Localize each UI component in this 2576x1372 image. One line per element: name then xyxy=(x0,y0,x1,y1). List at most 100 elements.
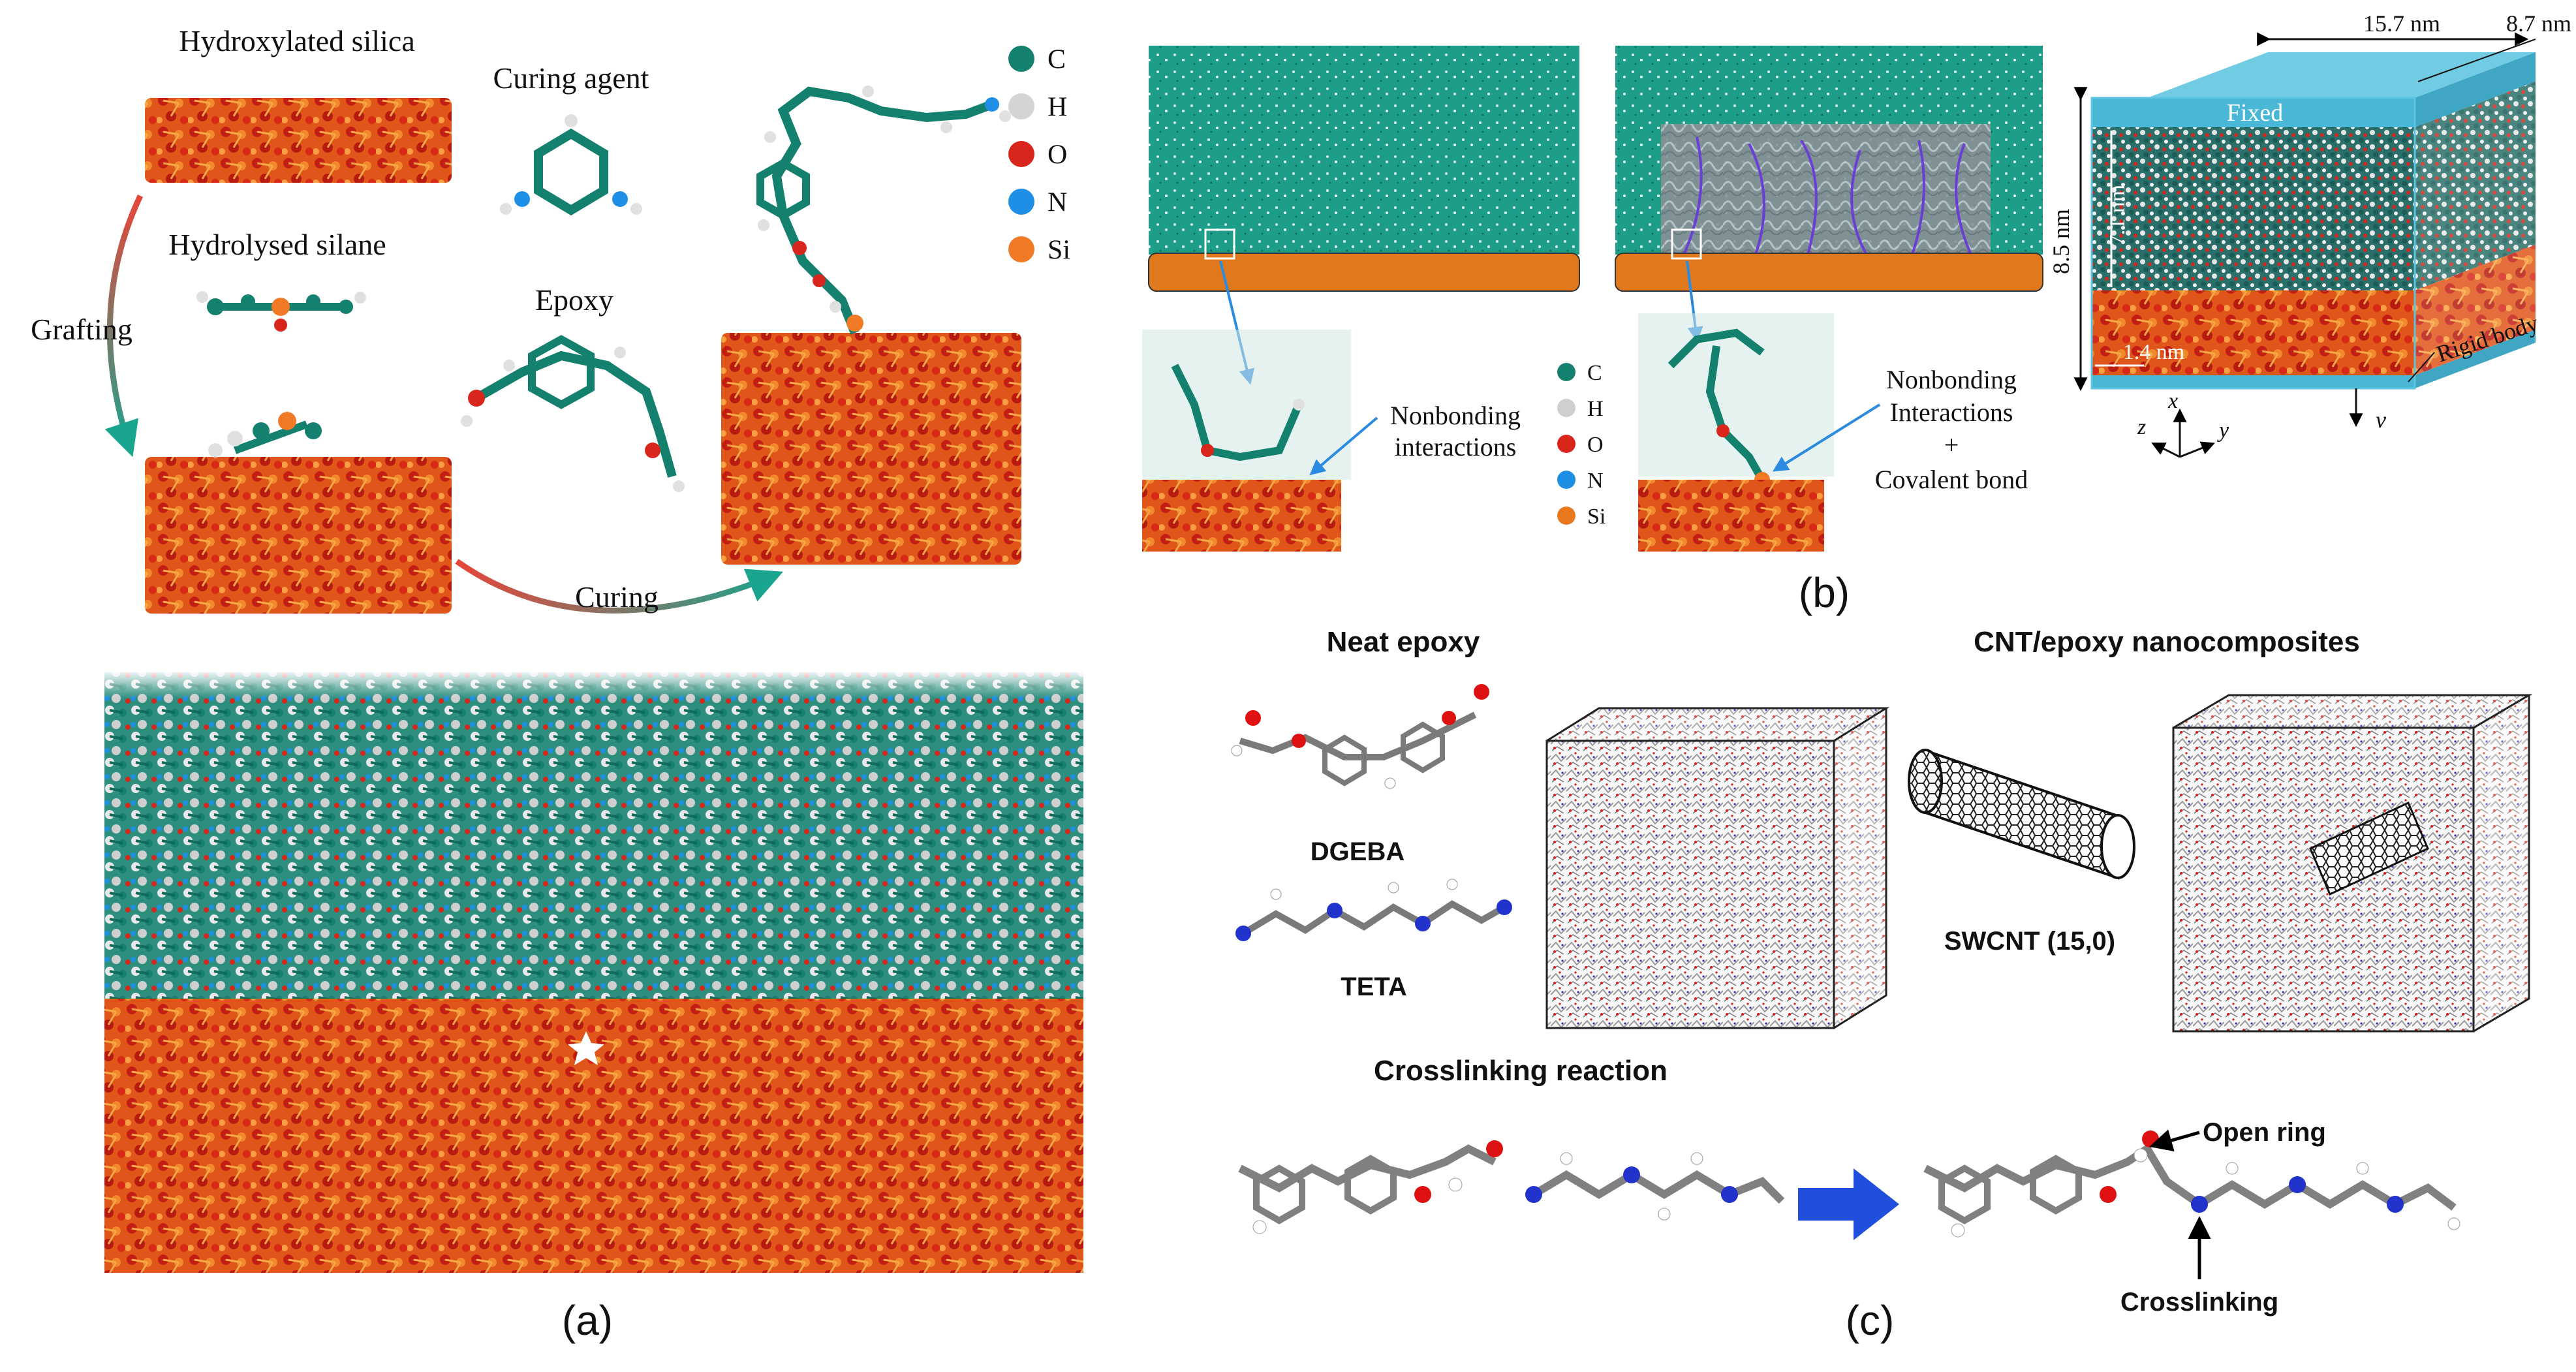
label-epoxy: Epoxy xyxy=(535,283,613,317)
label-grafting: Grafting xyxy=(31,313,132,346)
legend-dot-o xyxy=(1557,435,1575,453)
neat-epoxy-box xyxy=(1545,707,1890,1029)
grafted-silane xyxy=(208,412,322,458)
zoom-covalent xyxy=(1638,313,1834,552)
label-velocity: v xyxy=(2376,407,2386,433)
title-crosslinking-reaction: Crosslinking reaction xyxy=(1374,1055,1668,1087)
swcnt-tube xyxy=(1908,749,2135,880)
epoxy-box-side xyxy=(2415,82,2536,290)
label-fixed: Fixed xyxy=(2227,99,2284,127)
legend-dot-o xyxy=(1008,141,1034,167)
caption-c: (c) xyxy=(1846,1297,1895,1344)
label-nonbonding-left-1: Nonbonding xyxy=(1390,401,1521,430)
teta-molecule xyxy=(1235,879,1512,941)
substrate-box-front xyxy=(2092,290,2415,375)
silica-slab-top xyxy=(145,98,452,183)
silica-layer-render xyxy=(104,999,1083,1273)
label-nonbonding-right-4: Covalent bond xyxy=(1875,465,2028,494)
panel-a-scheme: Hydroxylated silica Hydrolysed silane Gr… xyxy=(31,24,1070,614)
dim-height-label: 8.5 nm xyxy=(2048,209,2074,274)
model-grafted-substrate xyxy=(1615,253,2043,292)
legend-dot-si xyxy=(1008,236,1034,262)
pointer-arrow-right xyxy=(1772,403,1881,472)
rigid-layer-front xyxy=(2092,375,2415,388)
legend-dot-si xyxy=(1557,507,1575,525)
legend-label-h: H xyxy=(1047,93,1067,123)
legend-dot-n xyxy=(1008,189,1034,215)
products xyxy=(1923,1130,2460,1238)
panel-a-md-snapshot: (a) xyxy=(104,672,1083,1344)
label-open-ring: Open ring xyxy=(2203,1118,2326,1147)
model-nongrafted-substrate xyxy=(1148,253,1580,292)
legend-dot-h xyxy=(1557,399,1575,417)
reactants xyxy=(1238,1140,1785,1234)
model-nongrafted-epoxy xyxy=(1149,46,1579,255)
silica-slab-cured xyxy=(721,333,1021,565)
legend-label-si: Si xyxy=(1587,505,1606,529)
cnt-epoxy-box xyxy=(2172,694,2533,1033)
label-nonbonding-right-1: Nonbonding xyxy=(1886,365,2017,394)
epoxy-layer-render xyxy=(104,672,1083,1002)
panel-c: Neat epoxy CNT/epoxy nanocomposites DGEB… xyxy=(1231,626,2533,1344)
axis-z-label: z xyxy=(2137,415,2146,439)
grafting-arrow xyxy=(104,195,144,458)
graft-site-star-icon xyxy=(568,1031,604,1065)
curing-agent-molecule xyxy=(500,114,642,216)
caption-b: (b) xyxy=(1799,569,1850,616)
fixed-layer-front xyxy=(2092,98,2415,127)
zoom-box-right xyxy=(1671,228,1702,260)
label-dgeba: DGEBA xyxy=(1311,837,1404,866)
curing-arrow xyxy=(455,559,783,614)
silane-molecule xyxy=(196,291,366,332)
axis-y-label: y xyxy=(2217,418,2229,443)
pointer-arrow-left xyxy=(1309,416,1378,476)
epoxy-molecule xyxy=(461,335,685,492)
open-ring-arrow xyxy=(2149,1129,2200,1152)
fixed-layer-top xyxy=(2147,52,2536,98)
label-swcnt: SWCNT (15,0) xyxy=(1944,927,2115,956)
legend-label-c: C xyxy=(1587,361,1602,385)
label-teta: TETA xyxy=(1341,973,1406,1001)
label-nonbonding-right-2: Interactions xyxy=(1890,398,2013,427)
label-hydroxylated-silica: Hydroxylated silica xyxy=(179,24,415,57)
simulation-box-3d: Fixed 15.7 nm 8.7 nm 8.5 nm 7.1 nm 1.4 n… xyxy=(2048,10,2571,458)
legend-dot-c xyxy=(1557,363,1575,381)
label-hydrolysed-silane: Hydrolysed silane xyxy=(168,228,386,261)
dim-inner-label: 7.1 nm xyxy=(2105,185,2130,246)
zoom-box-left xyxy=(1204,228,1235,260)
dgeba-molecule xyxy=(1231,684,1489,789)
legend-label-si: Si xyxy=(1047,236,1070,266)
zoom-nonbonded xyxy=(1142,330,1351,552)
label-curing: Curing xyxy=(575,580,659,614)
title-neat-epoxy: Neat epoxy xyxy=(1327,626,1480,658)
label-curing-agent: Curing agent xyxy=(493,61,649,95)
grafted-chains-overlay xyxy=(1661,124,1991,261)
label-nonbonding-left-2: interactions xyxy=(1395,432,1517,461)
label-crosslinking: Crosslinking xyxy=(2120,1288,2278,1317)
label-nonbonding-right-3: + xyxy=(1944,430,1959,460)
reaction-arrow-icon xyxy=(1798,1168,1899,1240)
legend-dot-h xyxy=(1008,93,1034,119)
legend-label-c: C xyxy=(1047,45,1066,75)
title-cnt-epoxy: CNT/epoxy nanocomposites xyxy=(1974,626,2360,658)
dim-substrate-label: 1.4 nm xyxy=(2123,340,2184,364)
legend-label-h: H xyxy=(1587,397,1604,421)
cured-chain xyxy=(756,86,1011,335)
legend-label-n: N xyxy=(1047,188,1067,218)
legend-label-n: N xyxy=(1587,469,1604,493)
axis-triad: x y z xyxy=(2137,389,2229,458)
legend-dot-c xyxy=(1008,46,1034,72)
dim-width-label: 15.7 nm xyxy=(2363,10,2440,37)
legend-label-o: O xyxy=(1587,433,1604,457)
silica-slab-grafted xyxy=(145,457,452,614)
legend-dot-n xyxy=(1557,471,1575,489)
caption-a: (a) xyxy=(562,1297,613,1344)
dim-depth-label: 8.7 nm xyxy=(2506,10,2571,37)
axis-x-label: x xyxy=(2167,389,2178,413)
epoxy-box-front xyxy=(2092,127,2415,290)
legend-label-o: O xyxy=(1047,140,1067,170)
